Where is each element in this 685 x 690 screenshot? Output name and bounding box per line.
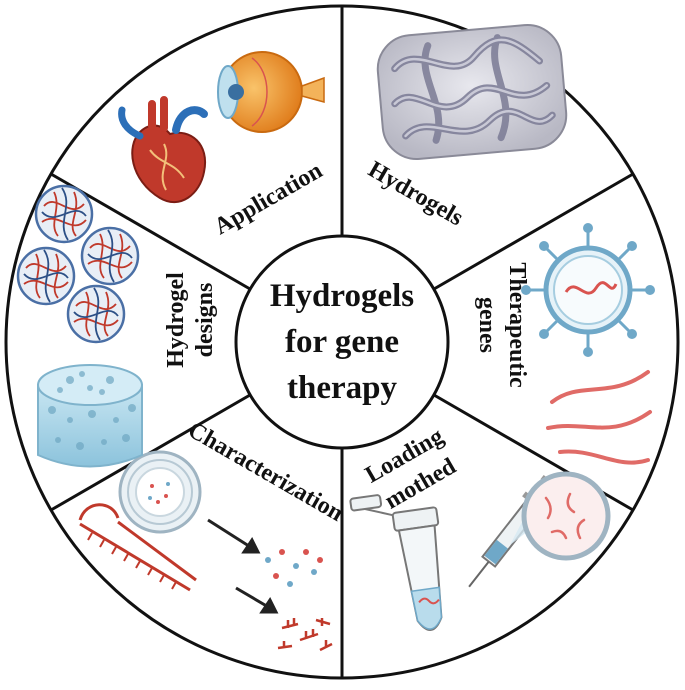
hydrogel-network-icon: [376, 24, 568, 160]
nucleic-acid-release-icon: [78, 450, 333, 652]
label-hydrogel-designs-line-2: designs: [192, 283, 218, 358]
segment-therapeutic-genes: Therapeutic genes: [474, 262, 530, 388]
center-title-line-3: therapy: [287, 370, 397, 406]
center-title-line-1: Hydrogels: [270, 278, 414, 314]
label-therapeutic-genes-line-1: Therapeutic: [504, 262, 530, 388]
heart-eye-icon: [118, 51, 325, 204]
viral-vector-icon: [521, 223, 655, 465]
center-circle: [234, 234, 450, 450]
segment-hydrogel-designs: Hydrogel designs: [163, 272, 218, 368]
syringe-tube-icon: [349, 471, 611, 631]
center-title-line-2: for gene: [285, 324, 399, 360]
label-therapeutic-genes-line-2: genes: [474, 297, 500, 353]
label-hydrogel-designs-line-1: Hydrogel: [163, 272, 189, 368]
microgel-scaffold-icon: [16, 184, 143, 468]
